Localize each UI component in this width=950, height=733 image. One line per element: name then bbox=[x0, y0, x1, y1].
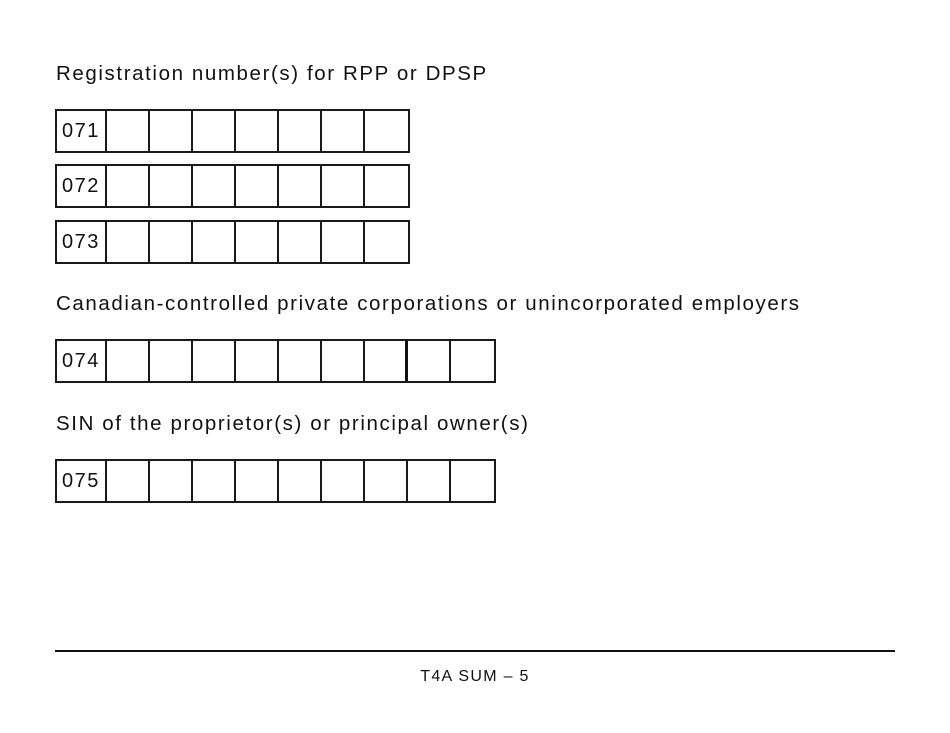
input-cell[interactable] bbox=[236, 341, 279, 381]
input-cell[interactable] bbox=[236, 166, 279, 206]
field-code: 074 bbox=[57, 341, 107, 381]
input-cell[interactable] bbox=[451, 341, 494, 381]
input-cell[interactable] bbox=[193, 111, 236, 151]
input-cell[interactable] bbox=[279, 461, 322, 501]
input-cell[interactable] bbox=[193, 166, 236, 206]
input-cell[interactable] bbox=[193, 341, 236, 381]
field-code: 075 bbox=[57, 461, 107, 501]
input-cell[interactable] bbox=[107, 461, 150, 501]
field-code: 073 bbox=[57, 222, 107, 262]
page-label: T4A SUM – 5 bbox=[420, 668, 530, 685]
input-cell[interactable] bbox=[107, 111, 150, 151]
footer-divider bbox=[55, 650, 895, 652]
input-cell[interactable] bbox=[408, 341, 451, 381]
input-cell[interactable] bbox=[150, 461, 193, 501]
input-cell[interactable] bbox=[365, 166, 408, 206]
field-code: 072 bbox=[57, 166, 107, 206]
input-cell[interactable] bbox=[322, 166, 365, 206]
input-cell[interactable] bbox=[408, 461, 451, 501]
input-cell[interactable] bbox=[365, 461, 408, 501]
field-071: 071 bbox=[55, 109, 410, 153]
input-cell[interactable] bbox=[322, 222, 365, 262]
input-cell[interactable] bbox=[150, 111, 193, 151]
input-cell[interactable] bbox=[279, 166, 322, 206]
input-cell[interactable] bbox=[150, 341, 193, 381]
input-cell[interactable] bbox=[193, 222, 236, 262]
input-cell[interactable] bbox=[279, 222, 322, 262]
sin-heading: SIN of the proprietor(s) or principal ow… bbox=[56, 412, 530, 435]
input-cell[interactable] bbox=[236, 222, 279, 262]
field-073: 073 bbox=[55, 220, 410, 264]
field-072: 072 bbox=[55, 164, 410, 208]
input-cell[interactable] bbox=[107, 166, 150, 206]
input-cell[interactable] bbox=[107, 341, 150, 381]
input-cell[interactable] bbox=[365, 222, 408, 262]
field-074: 074 bbox=[55, 339, 496, 383]
input-cell[interactable] bbox=[107, 222, 150, 262]
input-cell[interactable] bbox=[365, 111, 408, 151]
input-cell[interactable] bbox=[322, 111, 365, 151]
input-cell[interactable] bbox=[150, 222, 193, 262]
input-cell[interactable] bbox=[365, 341, 408, 381]
input-cell[interactable] bbox=[150, 166, 193, 206]
input-cell[interactable] bbox=[322, 341, 365, 381]
input-cell[interactable] bbox=[236, 111, 279, 151]
input-cell[interactable] bbox=[236, 461, 279, 501]
field-075: 075 bbox=[55, 459, 496, 503]
input-cell[interactable] bbox=[322, 461, 365, 501]
registration-heading: Registration number(s) for RPP or DPSP bbox=[56, 62, 488, 85]
field-code: 071 bbox=[57, 111, 107, 151]
input-cell[interactable] bbox=[193, 461, 236, 501]
input-cell[interactable] bbox=[279, 341, 322, 381]
ccpc-heading: Canadian-controlled private corporations… bbox=[56, 292, 801, 315]
input-cell[interactable] bbox=[279, 111, 322, 151]
input-cell[interactable] bbox=[451, 461, 494, 501]
